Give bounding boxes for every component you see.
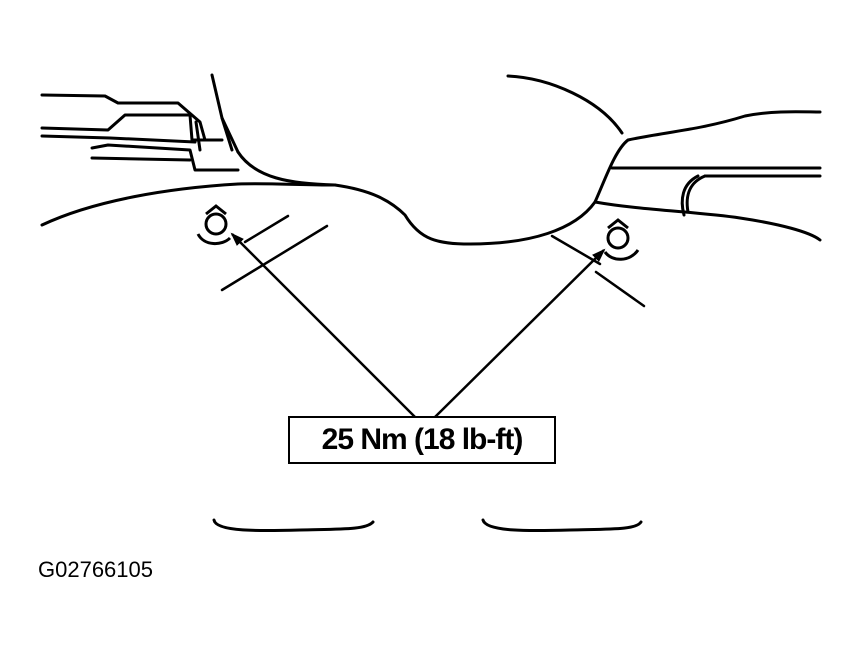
upper-right-curve [506, 74, 624, 135]
left-bolt-centerline [220, 214, 329, 292]
left-leader-arrow [230, 232, 417, 419]
left-bolt-icon [196, 204, 232, 245]
right-leader-arrow [433, 248, 606, 419]
bottom-right-contour [481, 518, 643, 533]
right-bolt-centerline [550, 234, 646, 308]
right-bolt-icon [603, 218, 640, 261]
right-rail [610, 166, 822, 217]
lower-panel-line [40, 182, 337, 227]
bottom-left-contour [212, 518, 375, 533]
torque-spec-callout: 25 Nm (18 lb-ft) [288, 416, 556, 464]
upper-body-contour [236, 110, 822, 246]
figure-id-label: G02766105 [38, 557, 153, 582]
left-bracket-assembly [40, 73, 240, 172]
